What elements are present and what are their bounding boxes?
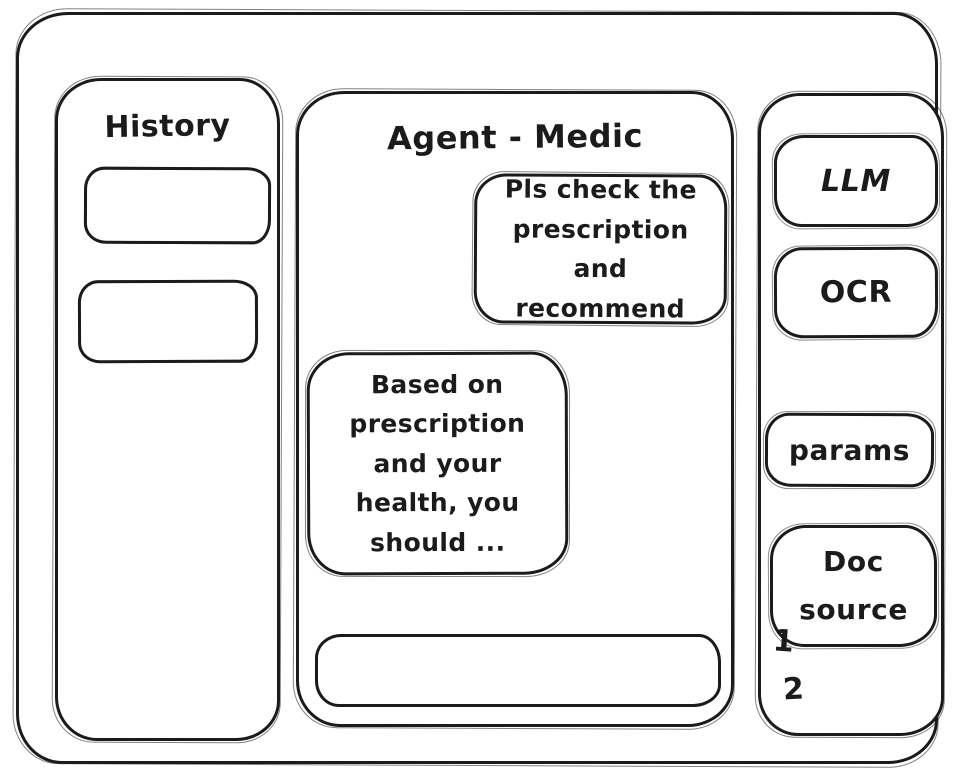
ocr-button[interactable]: OCR: [773, 246, 939, 339]
user-message-bubble: Pls check the prescription and recommend: [473, 173, 728, 325]
message-input[interactable]: [315, 634, 721, 707]
tools-panel: LLM OCR params Doc source 1 2: [758, 93, 944, 736]
history-item-1[interactable]: [83, 166, 272, 245]
history-title: History: [104, 107, 231, 146]
agent-message-bubble: Based on prescription and your health, y…: [306, 351, 569, 576]
params-button[interactable]: params: [764, 412, 935, 488]
history-panel: History: [55, 78, 280, 741]
doc-source-item-2[interactable]: 2: [782, 671, 805, 708]
app-frame: History Agent - Medic Pls check the pres…: [16, 12, 944, 764]
history-item-2[interactable]: [77, 279, 259, 364]
agent-message-text: Based on prescription and your health, y…: [349, 369, 526, 557]
llm-button[interactable]: LLM: [774, 135, 938, 227]
chat-panel: Agent - Medic Pls check the prescription…: [296, 91, 734, 727]
chat-title: Agent - Medic: [386, 116, 644, 158]
doc-source-button[interactable]: Doc source: [770, 525, 937, 647]
user-message-text: Pls check the prescription and recommend: [504, 174, 697, 323]
doc-source-item-1[interactable]: 1: [771, 623, 796, 660]
